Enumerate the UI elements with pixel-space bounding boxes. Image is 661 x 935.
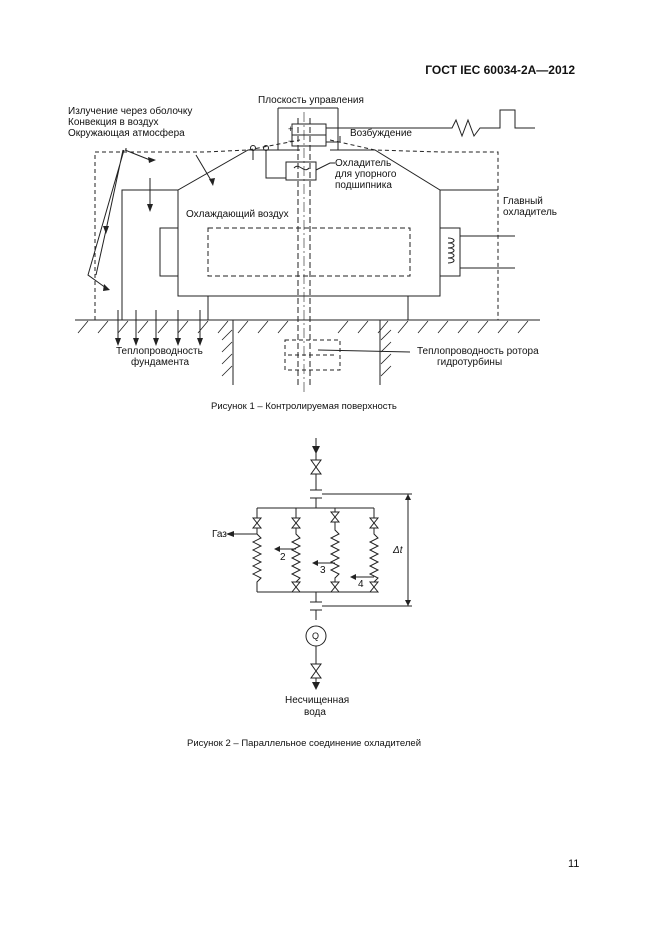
main-cooler-box	[440, 228, 460, 276]
label-gas: Газ	[212, 529, 227, 540]
branch-1	[253, 508, 261, 592]
outer-housing	[95, 140, 498, 320]
label-branch-4: 4	[358, 579, 364, 590]
label-radiation: Излучение через оболочку	[68, 106, 193, 117]
label-branch-2: 2	[280, 552, 286, 563]
thrust-cooler	[286, 162, 316, 180]
left-cooler	[160, 228, 178, 276]
page-number: 11	[568, 858, 580, 870]
label-main-cooler-2: охладитель	[503, 207, 558, 218]
label-foundation-2: фундамента	[131, 357, 190, 368]
label-ambient: Окружающая атмосфера	[68, 128, 185, 139]
excitation-circuit	[326, 110, 535, 136]
branch-2	[292, 508, 300, 592]
label-cooling-air: Охлаждающий воздух	[186, 209, 289, 220]
label-convection: Конвекция в воздух	[68, 117, 159, 128]
label-thrust-cooler-3: подшипника	[335, 180, 392, 191]
label-plus: +	[288, 124, 294, 134]
control-plane-box	[278, 108, 338, 150]
ground-hatch	[78, 321, 528, 333]
label-branch-3: 3	[320, 565, 326, 576]
label-delta-t: Δt	[393, 545, 403, 556]
label-water-2: вода	[304, 707, 326, 718]
branch-3	[331, 508, 339, 592]
label-rotor-2: гидротурбины	[437, 357, 503, 368]
label-main-cooler-1: Главный	[503, 196, 543, 207]
foundation-pit-walls	[233, 320, 380, 385]
label-rotor-1: Теплопроводность ротора	[417, 346, 539, 357]
rotor-leader	[318, 350, 410, 352]
label-meter-q: Q	[312, 631, 320, 641]
delta-t-dimension	[322, 494, 412, 606]
label-thrust-cooler-2: для упорного	[335, 169, 397, 180]
figure2-caption: Рисунок 2 – Параллельное соединение охла…	[187, 738, 422, 749]
figure1-caption: Рисунок 1 – Контролируемая поверхность	[211, 401, 397, 412]
label-minus: −	[288, 136, 294, 146]
label-foundation-1: Теплопроводность	[116, 346, 203, 357]
branch-4	[370, 508, 378, 592]
rotor-bearing	[285, 340, 340, 370]
label-thrust-cooler-1: Охладитель	[335, 158, 392, 169]
rotor	[208, 228, 410, 276]
inlet-valve	[311, 460, 321, 474]
standard-header: ГОСТ IEC 60034-2A—2012	[425, 63, 575, 77]
main-cooler-coil	[448, 238, 454, 263]
label-water-1: Несчищенная	[285, 695, 350, 706]
heat-arrows	[88, 150, 212, 338]
label-control-plane: Плоскость управления	[258, 95, 364, 106]
outlet-valve	[311, 664, 321, 678]
label-excitation: Возбуждение	[350, 128, 412, 139]
